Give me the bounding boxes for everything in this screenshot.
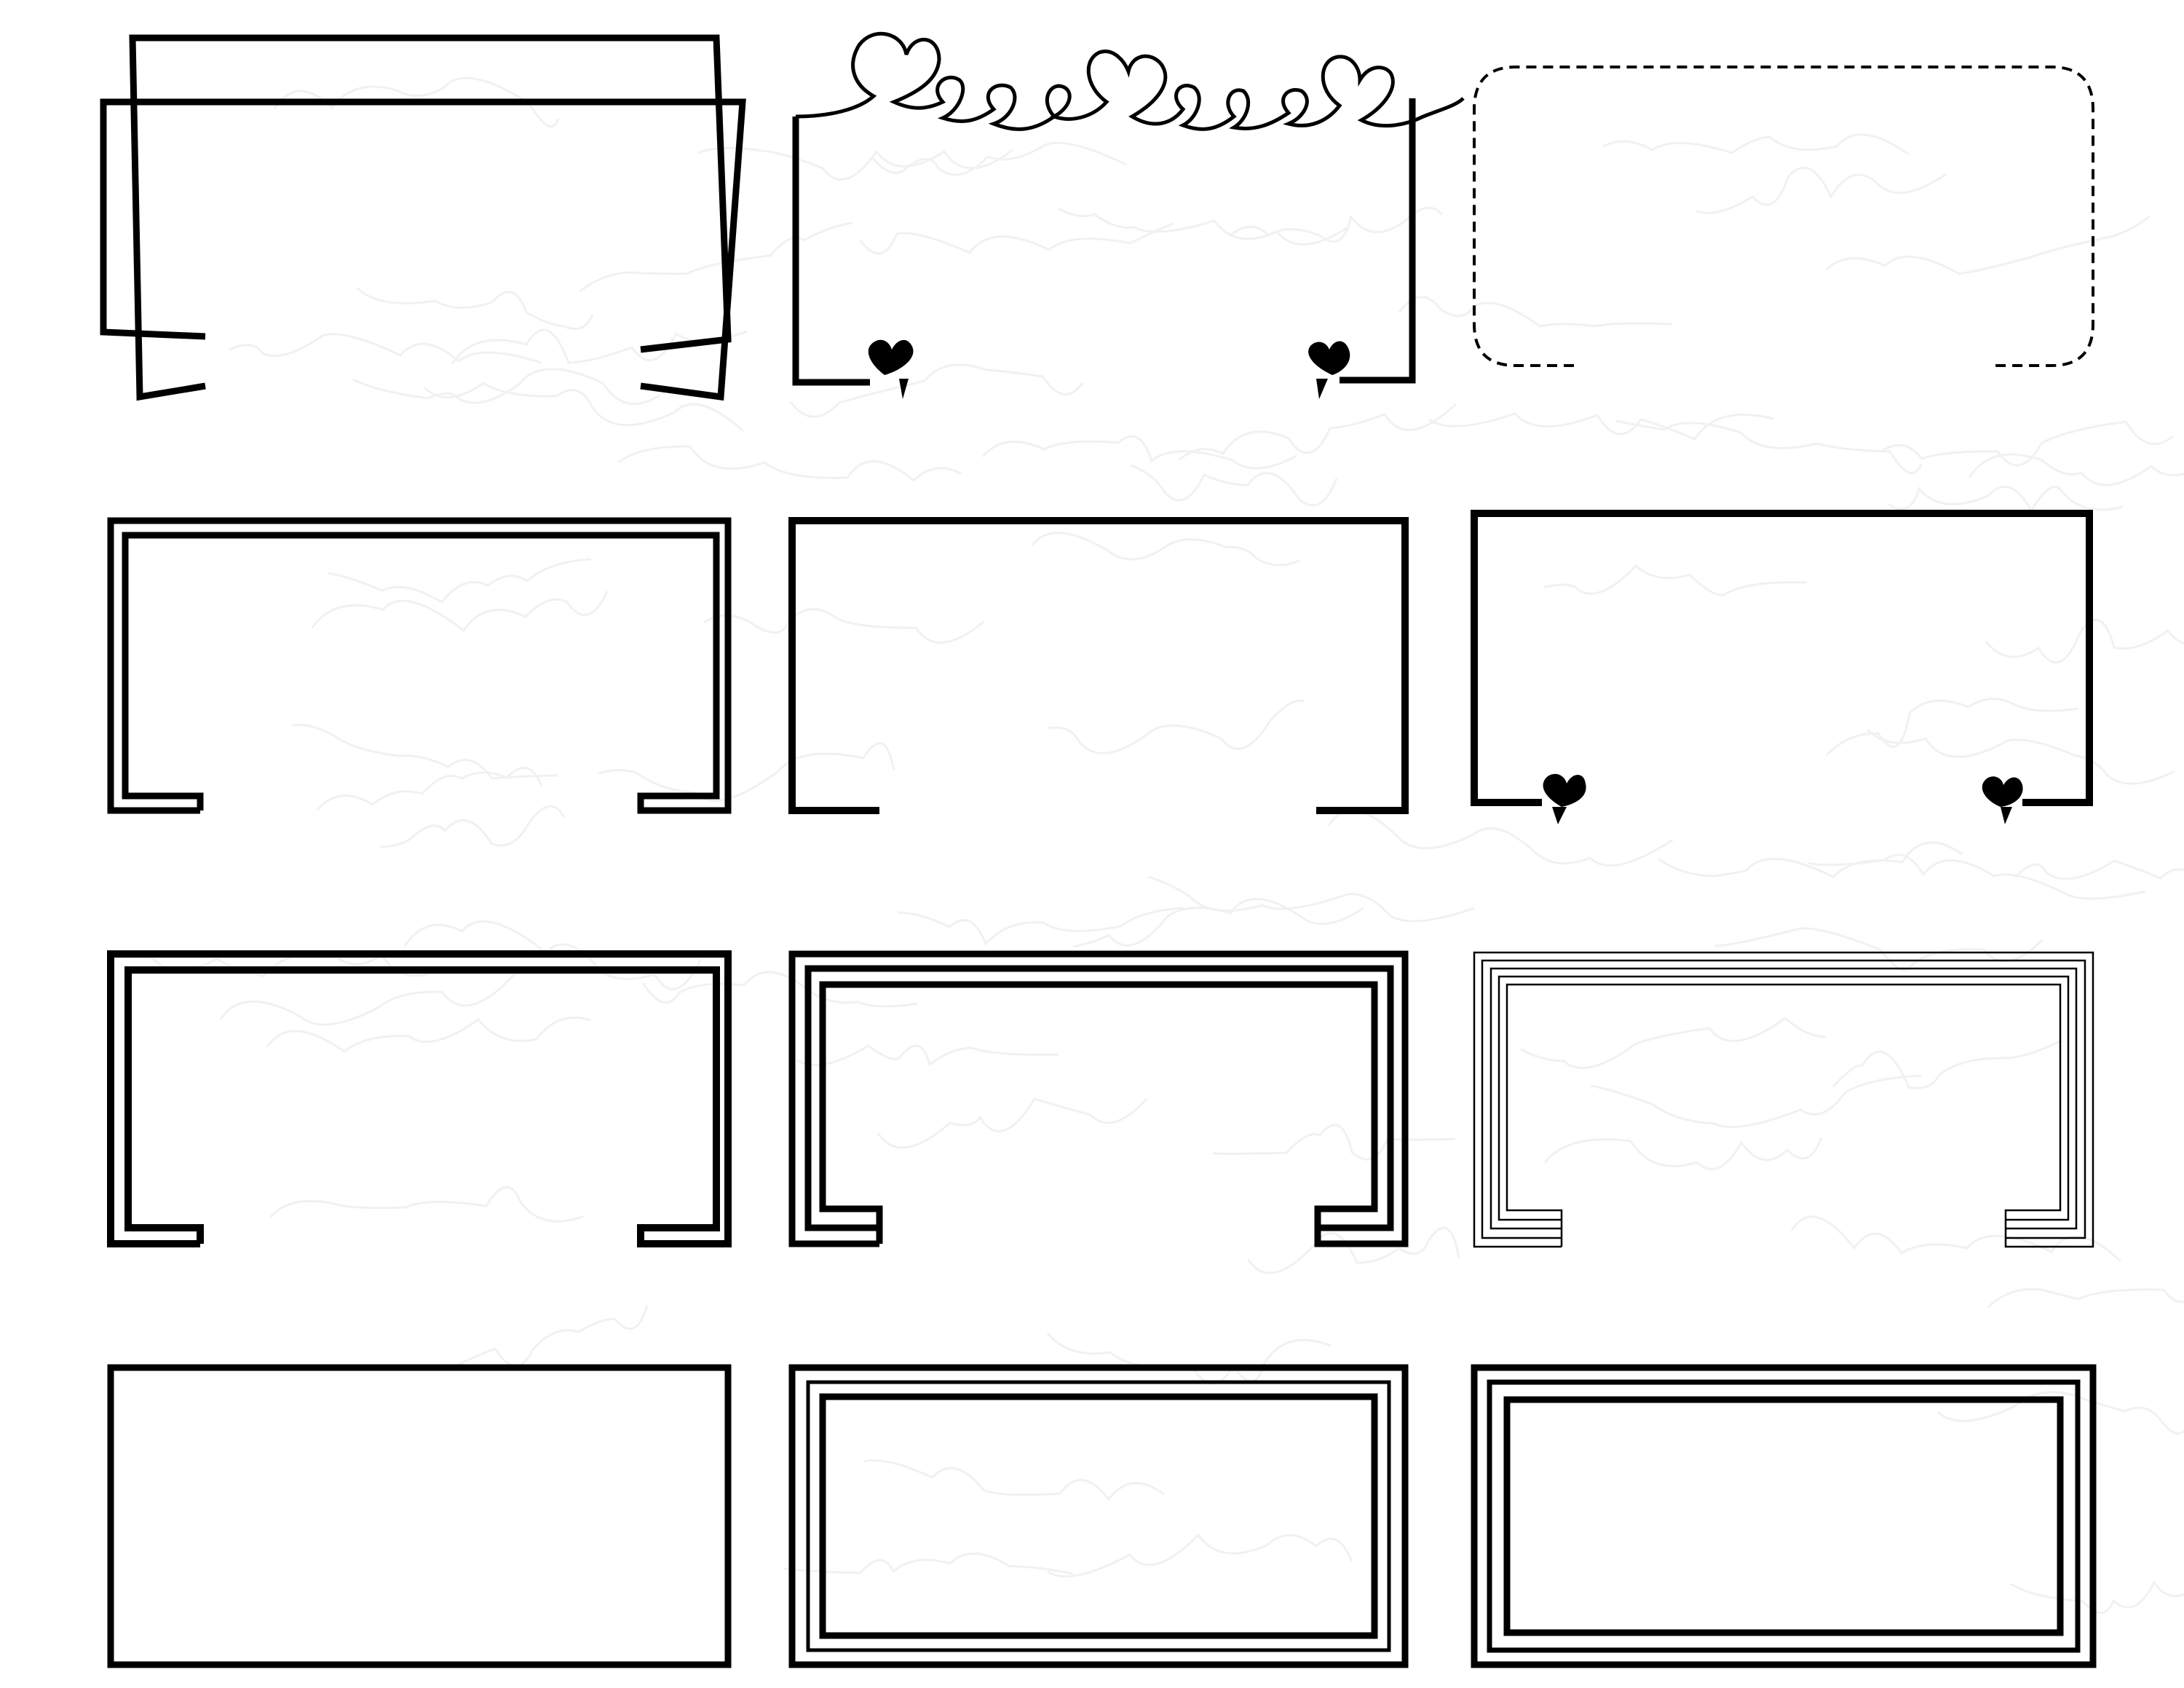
frame-double-thick-hooks <box>107 950 732 1247</box>
frame-dashed-rounded <box>1473 66 2094 367</box>
watermark-scribble <box>863 1459 1165 1502</box>
watermark-scribble <box>1888 485 2124 513</box>
heart-icon <box>1543 773 1586 807</box>
frame-double-open-hooks <box>107 517 732 814</box>
watermark-scribble <box>1808 853 2146 900</box>
heart-icon <box>1316 379 1328 399</box>
watermark-scribble <box>1714 927 2044 971</box>
watermark-scribble <box>1658 841 1963 878</box>
watermark-scribble <box>352 368 660 406</box>
heart-icon <box>899 379 909 399</box>
frame-single-closed <box>107 1364 732 1668</box>
watermark-scribble <box>1825 698 2079 757</box>
watermark-scribble <box>1147 875 1475 923</box>
watermark-scribble <box>1590 1074 1922 1129</box>
watermark-scribble <box>1520 1017 1827 1069</box>
watermark-scribble <box>1832 1039 2062 1089</box>
watermark-scribble <box>1866 728 2175 785</box>
frame-triple-hooks <box>788 950 1409 1247</box>
watermark-scribble <box>311 591 609 633</box>
watermark-scribble <box>858 222 1174 255</box>
watermark-scribble <box>1968 453 2184 486</box>
watermark-scribble <box>1072 898 1364 948</box>
watermark-scribble <box>266 1016 591 1053</box>
watermark-scribble <box>1398 296 1673 328</box>
heart-loop-ribbon <box>795 31 1465 131</box>
watermark-scribble <box>598 742 895 802</box>
watermark-scribble <box>1882 420 2174 467</box>
frame-single-open <box>788 517 1409 814</box>
watermark-scribble <box>1428 412 1774 441</box>
watermark-scribble <box>796 1044 1059 1067</box>
watermark-scribble <box>379 805 566 848</box>
watermark-scribble <box>328 558 592 604</box>
watermark-scribble <box>783 1553 1074 1575</box>
watermark-scribble <box>269 1186 585 1223</box>
watermark-scribble <box>1246 1226 1460 1274</box>
watermark-scribble <box>1790 1215 2122 1263</box>
watermark-scribble <box>291 723 558 780</box>
heart-icon <box>868 339 914 375</box>
watermark-scribble <box>1543 1137 1823 1170</box>
watermark-scribble <box>877 1097 1148 1149</box>
heart-frame-sides <box>792 117 870 386</box>
heart-icon <box>2001 807 2012 824</box>
watermark-scribble <box>1047 1533 1353 1578</box>
watermark-scribble <box>1229 207 1444 243</box>
watermark-scribble <box>1615 419 1923 474</box>
watermark-scribble <box>617 445 962 483</box>
watermark-scribble <box>1179 403 1457 461</box>
watermark-scribble <box>355 286 594 330</box>
watermark-scribble <box>316 766 543 811</box>
watermark-scribble <box>1031 532 1301 567</box>
watermark-scribble <box>1696 167 1947 214</box>
watermark-scribble <box>789 363 1084 418</box>
watermark-scribble <box>2014 859 2184 880</box>
frame-double-closed <box>788 1364 1409 1668</box>
heart-frame-sides-right <box>1340 98 1416 384</box>
watermark-scribble <box>1602 133 1910 156</box>
watermark-scribble <box>229 333 542 364</box>
watermark-scribble <box>1212 1124 1456 1161</box>
watermark-scribble <box>870 141 1127 176</box>
watermark-scribble <box>641 971 918 1008</box>
heart-icon <box>1982 776 2023 807</box>
watermark-scribble <box>1936 1391 2184 1435</box>
heart-icon <box>1552 807 1567 824</box>
watermark-scribble <box>1985 619 2184 663</box>
watermark-scribble <box>1987 1287 2184 1309</box>
watermark-texture <box>145 76 2184 1614</box>
watermark-scribble <box>1131 464 1338 507</box>
watermark-scribble <box>703 608 985 644</box>
frame-multi-fine-hooks <box>1473 951 2094 1248</box>
watermark-scribble <box>1046 1333 1332 1385</box>
frame-triple-closed <box>1471 1364 2097 1668</box>
frame-heart-loops <box>792 31 1465 399</box>
watermark-scribble <box>579 221 853 293</box>
watermark-scribble <box>1047 699 1305 754</box>
watermark-scribble <box>1057 207 1349 246</box>
heart-icon <box>1308 341 1350 375</box>
watermark-scribble <box>451 328 748 365</box>
watermark-scribble <box>219 967 545 1026</box>
watermark-scribble <box>1327 809 1674 867</box>
frame-crossed-tilted <box>100 34 746 401</box>
watermark-scribble <box>898 907 1184 946</box>
watermark-scribble <box>2010 1579 2184 1614</box>
watermark-scribble <box>403 920 702 990</box>
watermark-scribble <box>449 1304 649 1370</box>
watermark-scribble <box>981 435 1297 470</box>
frame-single-hearts <box>1471 510 2093 824</box>
watermark-scribble <box>1825 215 2151 275</box>
watermark-scribble <box>423 382 744 433</box>
watermark-scribble <box>1543 564 1808 596</box>
watermark-scribble <box>697 146 1013 181</box>
